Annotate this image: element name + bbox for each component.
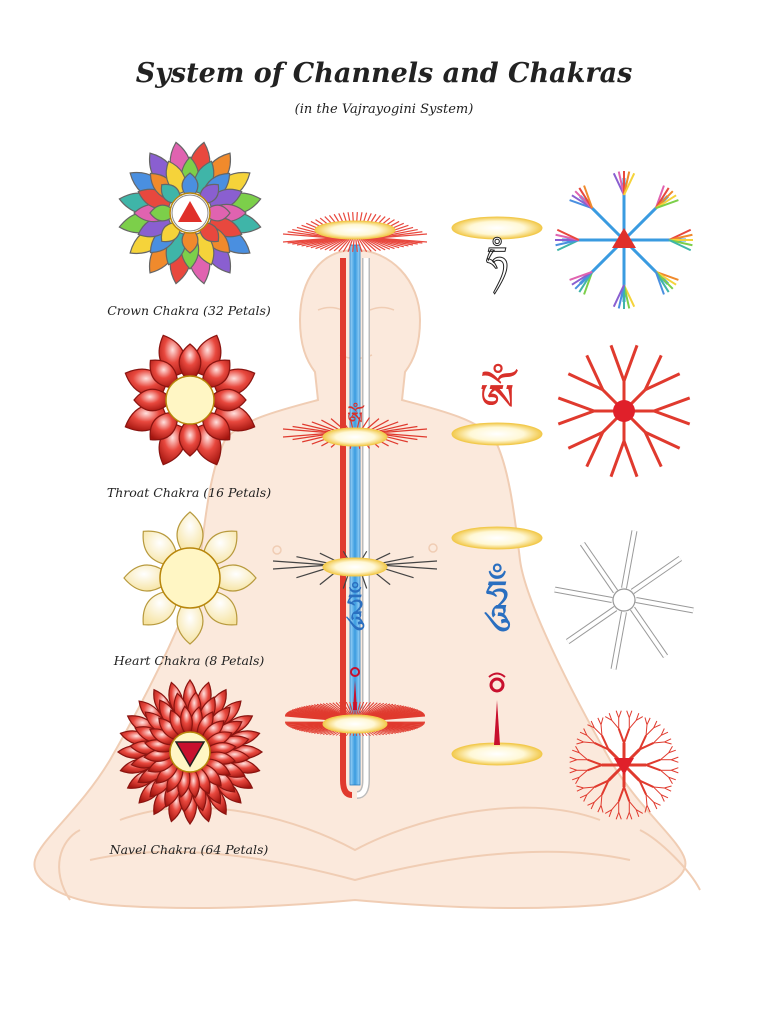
tibetan-letter-om-icon: ༀ bbox=[347, 402, 365, 431]
navel-disc bbox=[323, 715, 387, 733]
throat-lotus-center bbox=[166, 376, 214, 424]
caption-heart: Heart Chakra (8 Petals) bbox=[74, 653, 304, 668]
crown-channel-diagram bbox=[555, 171, 693, 309]
heart-disc bbox=[323, 558, 387, 576]
letter-disc bbox=[452, 743, 542, 765]
tibetan-letter-om-icon: ༀ bbox=[479, 363, 518, 426]
caption-navel: Navel Chakra (64 Petals) bbox=[74, 842, 304, 857]
caption-throat: Throat Chakra (16 Petals) bbox=[74, 485, 304, 500]
throat-channel-diagram bbox=[558, 345, 689, 476]
letter-group-1: ༀ bbox=[452, 363, 542, 445]
crown-lotus bbox=[119, 142, 260, 283]
letter-disc bbox=[452, 527, 542, 549]
letter-group-0: ཧཾ bbox=[452, 217, 542, 294]
navel-lotus bbox=[118, 680, 262, 824]
heart-channel-diagram bbox=[555, 531, 693, 669]
tibetan-letter-ham-icon: ཧཾ bbox=[486, 237, 508, 294]
caption-crown: Crown Chakra (32 Petals) bbox=[74, 303, 304, 318]
heart-lotus bbox=[124, 512, 256, 644]
heart-lotus-center bbox=[160, 548, 220, 608]
letter-disc bbox=[452, 423, 542, 445]
letter-disc bbox=[452, 217, 542, 239]
crown-disc bbox=[315, 221, 395, 239]
